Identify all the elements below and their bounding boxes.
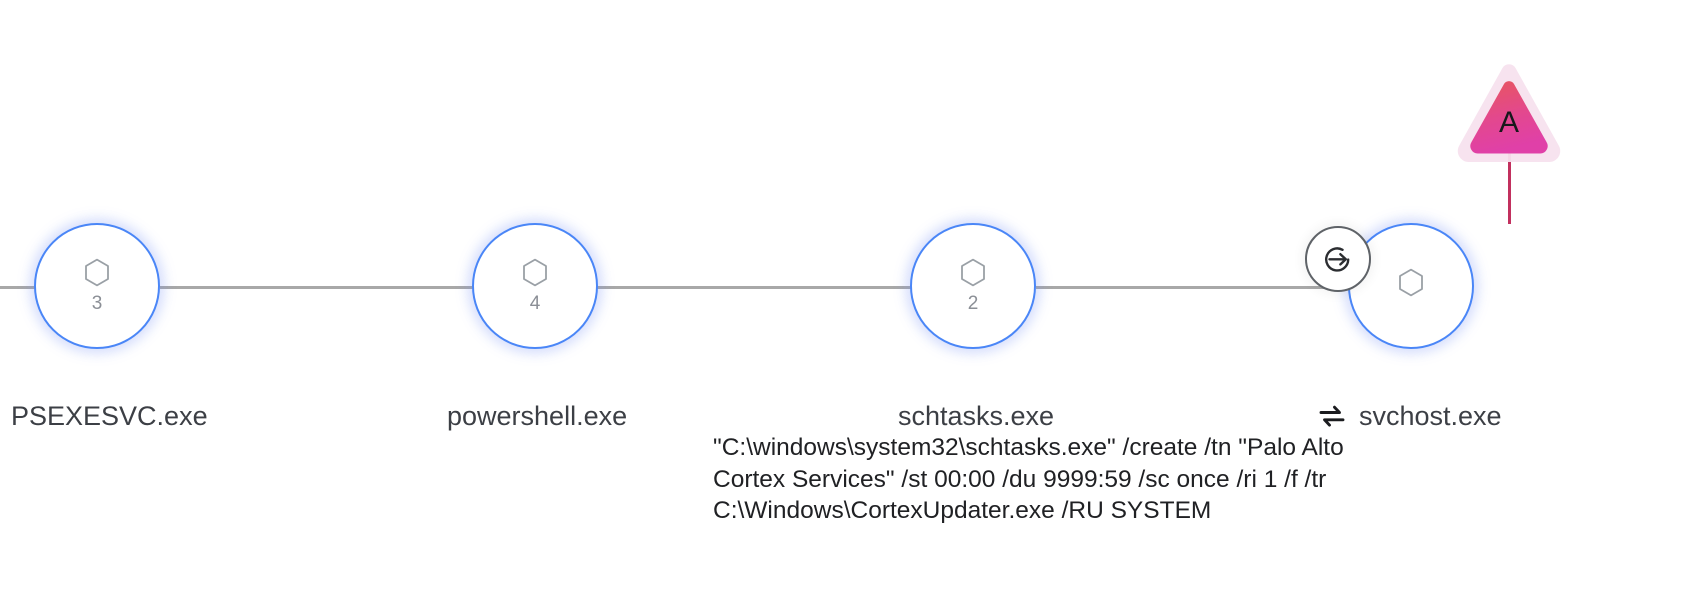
edge-psexesvc-powershell: [160, 286, 512, 289]
node-disc[interactable]: 4: [472, 223, 598, 349]
edge-inbound-psexesvc: [0, 286, 42, 289]
process-node-powershell[interactable]: 4: [461, 212, 609, 360]
hexagon-icon: [84, 258, 110, 287]
alert-connector-line: [1508, 150, 1511, 224]
node-caption-svchost: svchost.exe: [1318, 400, 1502, 432]
swap-arrows-icon: [1318, 404, 1346, 428]
node-label: PSEXESVC.exe: [11, 401, 208, 431]
process-node-schtasks[interactable]: 2: [899, 212, 1047, 360]
node-count: 2: [967, 293, 979, 314]
hexagon-icon: [960, 258, 986, 287]
node-disc[interactable]: [1348, 223, 1474, 349]
process-node-psexesvc[interactable]: 3: [23, 212, 171, 360]
node-caption-psexesvc: PSEXESVC.exe: [11, 400, 208, 432]
command-line-text: "C:\windows\system32\schtasks.exe" /crea…: [713, 434, 1351, 524]
sign-in-circle-icon[interactable]: [1305, 226, 1371, 292]
hexagon-icon: [522, 258, 548, 287]
node-label: schtasks.exe: [898, 401, 1055, 431]
edge-schtasks-svchost: [1036, 286, 1416, 289]
edge-powershell-schtasks: [596, 286, 950, 289]
alert-letter: A: [1498, 106, 1519, 139]
node-count: 3: [91, 293, 103, 314]
node-label: svchost.exe: [1359, 401, 1502, 431]
hexagon-icon: [1398, 268, 1424, 297]
node-caption-powershell: powershell.exe: [447, 400, 627, 432]
node-label: powershell.exe: [447, 401, 628, 431]
node-count: 4: [529, 293, 541, 314]
node-disc[interactable]: 3: [34, 223, 160, 349]
alert-triangle[interactable]: A: [1453, 62, 1565, 162]
node-disc[interactable]: 2: [910, 223, 1036, 349]
node-caption-schtasks: schtasks.exe: [898, 400, 1054, 432]
